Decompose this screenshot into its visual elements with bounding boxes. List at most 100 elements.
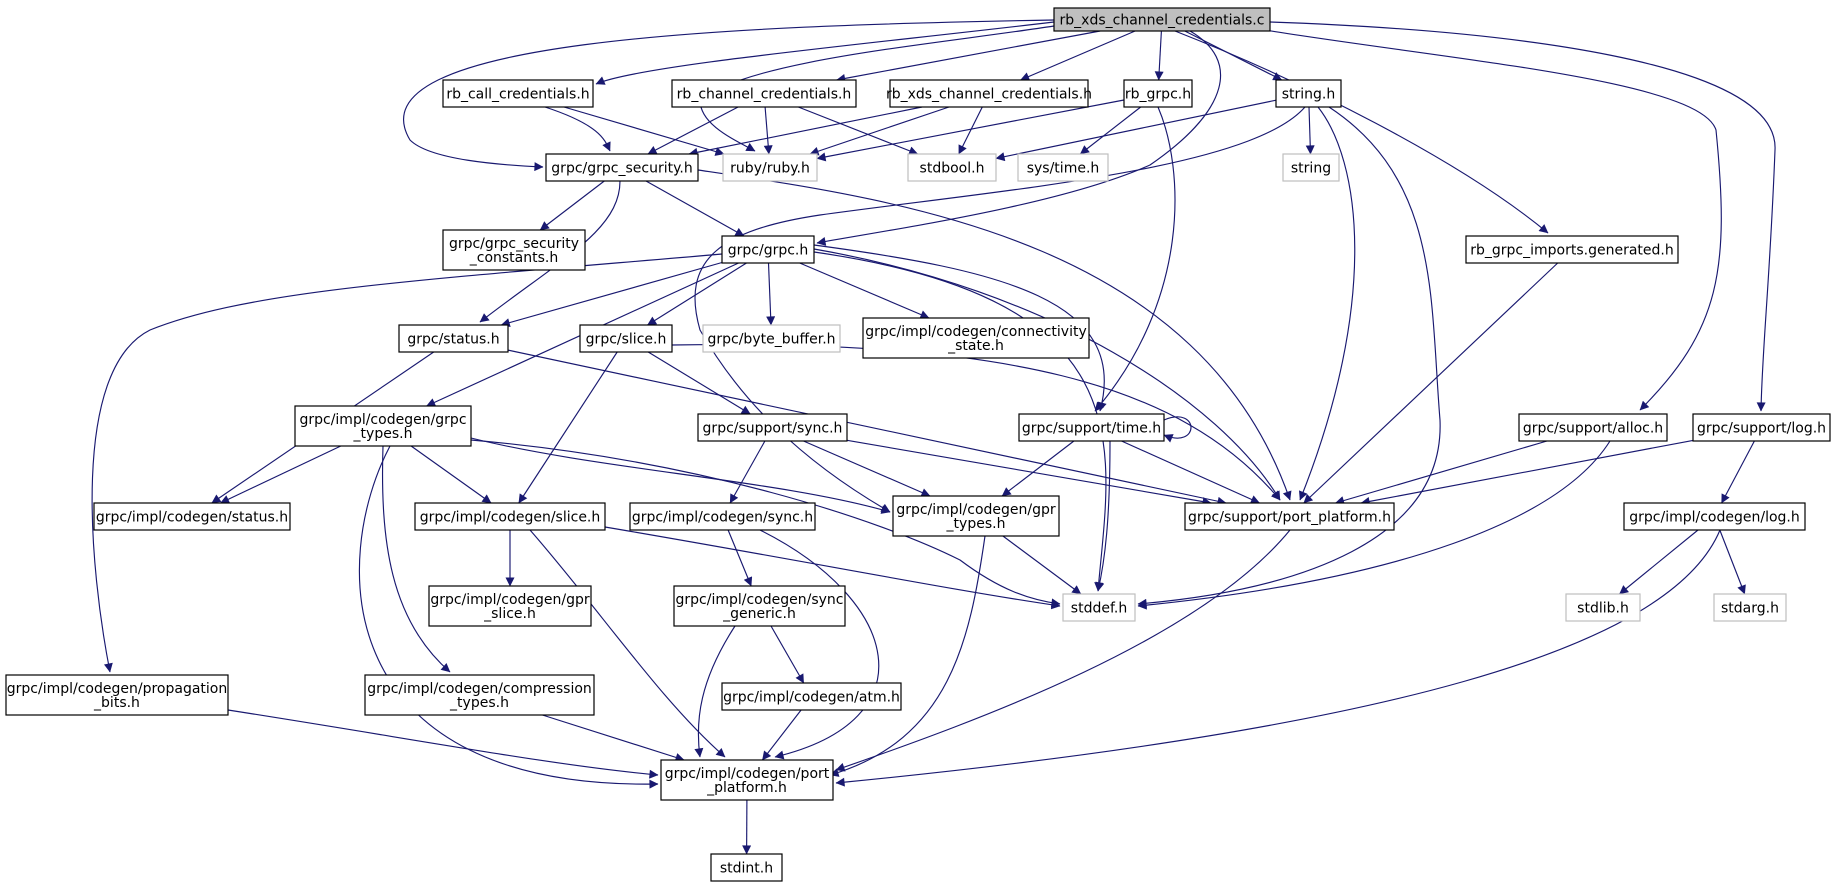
node-sec-const[interactable]: grpc/grpc_security_constants.h: [442, 229, 586, 271]
node-rb-grpc[interactable]: rb_grpc.h: [1123, 79, 1193, 108]
node-gpr-slice[interactable]: grpc/impl/codegen/gpr_slice.h: [428, 585, 592, 627]
edge-arrow: [1298, 106, 1356, 501]
edge-arrow: [1619, 529, 1699, 595]
edge-rb_channel-to-ruby: [763, 106, 773, 155]
node-stddef[interactable]: stddef.h: [1062, 593, 1136, 622]
node-string[interactable]: string: [1282, 153, 1340, 182]
node-box: [1053, 7, 1271, 32]
edge-arrow: [835, 529, 1291, 772]
node-stdarg[interactable]: stdarg.h: [1713, 593, 1787, 622]
node-stdint[interactable]: stdint.h: [710, 853, 783, 882]
edge-root-to-grpc_security: [402, 19, 1055, 172]
node-box: [93, 502, 291, 531]
node-box: [364, 674, 595, 716]
edge-arrow: [1094, 106, 1176, 412]
node-box: [892, 495, 1060, 537]
edge-arrow: [995, 99, 1277, 162]
node-systime[interactable]: sys/time.h: [1017, 153, 1109, 182]
edge-rb_xds-to-stdbool: [958, 106, 983, 155]
node-sync-generic[interactable]: grpc/impl/codegen/sync_generic.h: [673, 585, 846, 627]
edge-grpc_h-to-stddef: [813, 251, 1107, 592]
node-box: [1017, 153, 1109, 182]
edge-rb_grpc-to-systime: [1079, 106, 1142, 155]
node-grpc-types[interactable]: grpc/impl/codegen/grpc_types.h: [294, 405, 472, 447]
node-port-platform[interactable]: grpc/support/port_platform.h: [1184, 502, 1395, 531]
edge-string_h-to-stddef: [1137, 106, 1441, 608]
node-box: [294, 405, 472, 447]
edge-arrow: [647, 262, 747, 326]
edge-cg_log-to-stdarg: [1719, 529, 1746, 595]
node-cg-slice[interactable]: grpc/impl/codegen/slice.h: [414, 502, 606, 531]
node-gpr-types[interactable]: grpc/impl/codegen/gpr_types.h: [892, 495, 1060, 537]
edge-arrow: [563, 106, 725, 156]
node-sync[interactable]: grpc/support/sync.h: [697, 413, 848, 442]
node-imports[interactable]: rb_grpc_imports.generated.h: [1465, 235, 1679, 264]
edge-sync_generic-to-cg_port: [694, 625, 736, 758]
node-atm[interactable]: grpc/impl/codegen/atm.h: [721, 682, 902, 711]
node-byte-buffer[interactable]: grpc/byte_buffer.h: [702, 324, 841, 353]
node-label: _types.h: [449, 695, 509, 711]
node-grpc-security[interactable]: grpc/grpc_security.h: [545, 153, 699, 182]
node-label: grpc/impl/codegen/gpr: [896, 502, 1056, 518]
node-stdbool[interactable]: stdbool.h: [907, 153, 997, 182]
edge-arrow: [770, 625, 805, 684]
edge-grpc_h-to-status: [500, 261, 723, 328]
edge-grpc_types-to-cg_port: [358, 445, 659, 789]
edge-grpc_security-to-sec_const: [539, 180, 605, 231]
node-cg-port[interactable]: grpc/impl/codegen/port_platform.h: [660, 759, 834, 801]
node-label: stdlib.h: [1577, 601, 1629, 617]
edges: [91, 19, 1776, 855]
node-box: [1275, 79, 1342, 108]
node-box: [1692, 413, 1831, 442]
edge-grpc_security-to-grpc_h: [645, 180, 745, 237]
node-cg-sync[interactable]: grpc/impl/codegen/sync.h: [629, 502, 816, 531]
edge-arrow: [1137, 106, 1441, 608]
node-label: stdbool.h: [920, 161, 985, 177]
edge-arrow: [220, 445, 342, 504]
edge-root-to-rb_call: [595, 21, 1055, 85]
node-string-h[interactable]: string.h: [1275, 79, 1342, 108]
edge-arrow: [1002, 535, 1082, 595]
edge-arrow: [647, 106, 739, 155]
node-ruby[interactable]: ruby/ruby.h: [722, 153, 818, 182]
node-rb-call[interactable]: rb_call_credentials.h: [442, 79, 594, 108]
edge-arrow: [813, 251, 1107, 592]
node-box: [1282, 153, 1340, 182]
node-alloc[interactable]: grpc/support/alloc.h: [1518, 413, 1668, 442]
node-box: [673, 585, 846, 627]
node-label: grpc/impl/codegen/gpr: [430, 592, 590, 608]
edge-time-to-port_platform: [1121, 440, 1260, 504]
edge-arrow: [1269, 21, 1776, 412]
node-propagation[interactable]: grpc/impl/codegen/propagation_bits.h: [5, 674, 229, 716]
node-conn-state[interactable]: grpc/impl/codegen/connectivity_state.h: [862, 317, 1090, 359]
node-grpc-h[interactable]: grpc/grpc.h: [721, 235, 815, 264]
node-label: string.h: [1282, 87, 1336, 103]
edge-arrow: [227, 709, 659, 779]
edge-arrow: [761, 709, 802, 761]
node-compression[interactable]: grpc/impl/codegen/compression_types.h: [364, 674, 595, 716]
node-box: [442, 79, 594, 108]
edge-rb_call-to-grpc_security: [544, 106, 611, 152]
node-rb-channel[interactable]: rb_channel_credentials.h: [671, 79, 857, 108]
node-time[interactable]: grpc/support/time.h: [1018, 413, 1165, 442]
edge-arrow: [507, 349, 1227, 506]
node-box: [1465, 235, 1679, 264]
edge-gpr_types-to-stddef: [1002, 535, 1082, 595]
node-stdlib[interactable]: stdlib.h: [1565, 593, 1641, 622]
node-log[interactable]: grpc/support/log.h: [1692, 413, 1831, 442]
node-status[interactable]: grpc/status.h: [398, 324, 509, 353]
edge-arrow: [647, 351, 751, 415]
node-slice[interactable]: grpc/slice.h: [579, 324, 673, 353]
node-cg-status[interactable]: grpc/impl/codegen/status.h: [93, 502, 291, 531]
node-cg-log[interactable]: grpc/impl/codegen/log.h: [1623, 502, 1806, 531]
node-box: [1565, 593, 1641, 622]
node-label: grpc/support/alloc.h: [1523, 421, 1663, 437]
edge-propagation-to-cg_port: [227, 709, 659, 779]
edge-arrow: [402, 19, 1055, 172]
edge-grpc_types-to-cg_slice: [410, 445, 492, 504]
node-rb-xds[interactable]: rb_xds_channel_credentials.h: [886, 79, 1092, 108]
edge-cg_log-to-stdlib: [1619, 529, 1699, 595]
edge-string_h-to-port_platform: [1298, 106, 1356, 501]
node-root[interactable]: rb_xds_channel_credentials.c: [1053, 7, 1271, 32]
node-label: grpc/impl/codegen/sync.h: [632, 510, 813, 526]
